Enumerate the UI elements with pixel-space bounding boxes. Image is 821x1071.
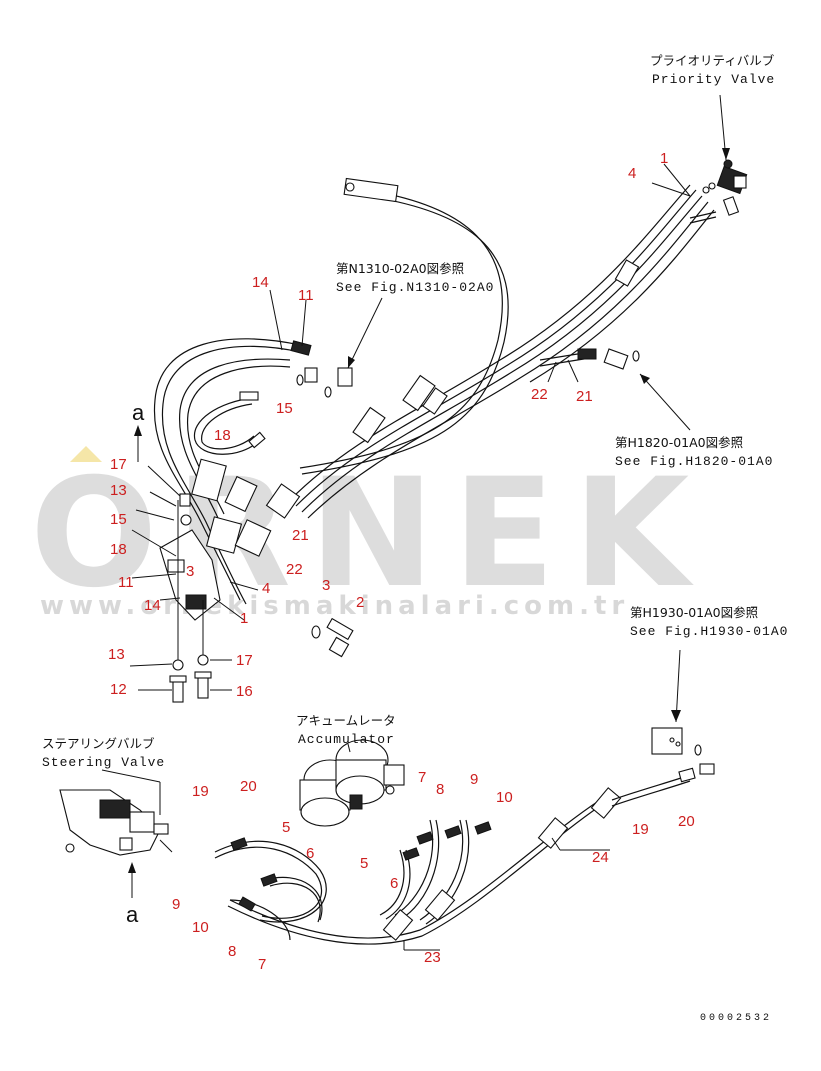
- priority-valve-label-jp: プライオリティバルブ: [650, 53, 775, 68]
- callout-7-right: 7: [418, 769, 426, 786]
- watermark: ORNEK www.ornekismakinalari.com.tr: [30, 446, 689, 621]
- callout-15-mid: 15: [276, 400, 293, 417]
- upper-hose-assembly: [153, 177, 715, 605]
- callout-4-mid: 4: [262, 580, 270, 597]
- leader-lines: [101, 94, 730, 951]
- ref-h1820-jp: 第H1820-01A0図参照: [615, 435, 743, 450]
- callout-9-left: 9: [172, 896, 180, 913]
- callout-15-left: 15: [110, 511, 127, 528]
- callout-22-top: 22: [531, 386, 548, 403]
- callout-20-left: 20: [240, 778, 257, 795]
- callout-17-bottom: 17: [236, 652, 253, 669]
- steering-valve-drawing: [59, 789, 173, 856]
- priority-valve-label: Priority Valve: [652, 72, 775, 87]
- callout-18-left: 18: [110, 541, 127, 558]
- watermark-logo-mark: [70, 446, 102, 462]
- callout-3-small: 3: [186, 563, 194, 580]
- watermark-url: www.ornekismakinalari.com.tr: [40, 591, 629, 621]
- callout-18-mid: 18: [214, 427, 231, 444]
- bracket-assembly: [159, 493, 354, 703]
- callout-12-bottom: 12: [110, 681, 127, 698]
- callout-16-bottom: 16: [236, 683, 253, 700]
- document-number: 00002532: [700, 1013, 772, 1024]
- ref-h1820: See Fig.H1820-01A0: [615, 454, 773, 469]
- callout-19-left: 19: [192, 783, 209, 800]
- callout-9-right: 9: [470, 771, 478, 788]
- steering-valve-label-jp: ステアリングバルブ: [42, 736, 155, 751]
- callout-6-left: 6: [306, 845, 314, 862]
- callout-4-top: 4: [628, 165, 636, 182]
- callout-5-left: 5: [282, 819, 290, 836]
- callout-7-left: 7: [258, 956, 266, 973]
- callout-17-left: 17: [110, 456, 127, 473]
- callout-3-right: 3: [322, 577, 330, 594]
- callout-21-mid: 21: [292, 527, 309, 544]
- callout-2-right: 2: [356, 594, 364, 611]
- callout-10-left: 10: [192, 919, 209, 936]
- view-marker-bottom: a: [126, 902, 139, 927]
- ref-h1930-jp: 第H1930-01A0図参照: [630, 605, 758, 620]
- callout-1-mid: 1: [240, 610, 248, 627]
- ref-h1930: See Fig.H1930-01A0: [630, 624, 788, 639]
- callout-13-bottom: 13: [108, 646, 125, 663]
- steering-valve-label: Steering Valve: [42, 755, 165, 770]
- callout-13-left: 13: [110, 482, 127, 499]
- priority-valve-drawing: [689, 159, 748, 224]
- callout-20-right: 20: [678, 813, 695, 830]
- reference-annotations: プライオリティバルブ Priority Valve 第N1310-02A0図参照…: [42, 53, 788, 1024]
- callout-1-top: 1: [660, 150, 668, 167]
- accumulator-label: Accumulator: [298, 732, 395, 747]
- accumulator-label-jp: アキュームレータ: [296, 713, 396, 728]
- callout-19-right: 19: [632, 821, 649, 838]
- callout-11-left: 11: [118, 574, 134, 591]
- callout-10-right: 10: [496, 789, 513, 806]
- callout-21-top: 21: [576, 388, 593, 405]
- part-callouts: 1 4 14 11 15 18 22 21 17 13 15 18 11 14 …: [108, 150, 695, 973]
- callout-11-top: 11: [298, 287, 314, 304]
- callout-14-top: 14: [252, 274, 269, 291]
- lower-hose-assembly: [214, 727, 715, 945]
- callout-5-right: 5: [360, 855, 368, 872]
- callout-24: 24: [592, 849, 609, 866]
- callout-8-right: 8: [436, 781, 444, 798]
- ref-n1310: See Fig.N1310-02A0: [336, 280, 494, 295]
- callout-8-left: 8: [228, 943, 236, 960]
- view-marker-top: a: [132, 400, 145, 425]
- ref-n1310-jp: 第N1310-02A0図参照: [336, 261, 464, 276]
- callout-14-left: 14: [144, 597, 161, 614]
- callout-23: 23: [424, 949, 441, 966]
- callout-22-mid: 22: [286, 561, 303, 578]
- callout-6-right: 6: [390, 875, 398, 892]
